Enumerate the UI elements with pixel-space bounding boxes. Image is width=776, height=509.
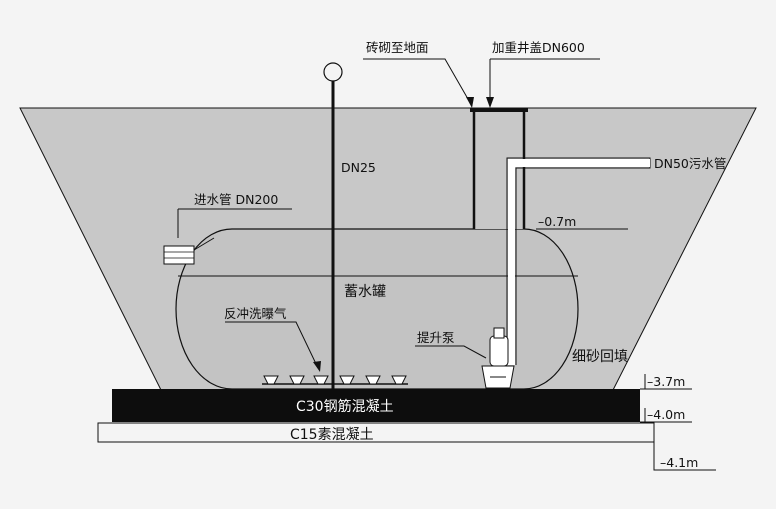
label-level-top: –0.7m (538, 214, 576, 229)
arrow-cover (486, 97, 494, 108)
label-tank: 蓄水罐 (344, 284, 386, 300)
vent-cap-icon (323, 62, 343, 82)
label-brick-to-ground: 砖砌至地面 (366, 40, 429, 55)
arrow-backwash (313, 361, 321, 372)
label-level-base-top: –3.7m (647, 374, 685, 389)
label-backwash-aeration: 反冲洗曝气 (224, 306, 287, 321)
arrow-brick (466, 97, 474, 108)
rc-slab (112, 389, 640, 422)
inlet-pipe-icon (163, 237, 215, 265)
leader-level-41 (653, 442, 716, 471)
label-level-slab-bottom: –4.0m (647, 407, 685, 422)
leader-brick (363, 58, 473, 107)
label-rc-slab: C30钢筋混凝土 (296, 398, 394, 415)
leader-pump (415, 345, 487, 359)
plain-concrete-slab (97, 422, 655, 443)
leader-backwash (225, 321, 319, 369)
label-plain-concrete: C15素混凝土 (290, 427, 374, 443)
label-vent-pipe: DN25 (341, 160, 376, 175)
label-weighted-cover: 加重井盖DN600 (492, 40, 585, 55)
label-inlet-pipe: 进水管 DN200 (194, 192, 278, 207)
lift-pump-icon (481, 327, 515, 389)
label-sewage-pipe: DN50污水管 (654, 156, 726, 171)
label-lift-pump: 提升泵 (417, 330, 455, 345)
aeration-diffusers (262, 375, 408, 385)
label-level-bottom: –4.1m (660, 455, 698, 470)
label-fine-sand-backfill: 细砂回填 (572, 349, 628, 365)
